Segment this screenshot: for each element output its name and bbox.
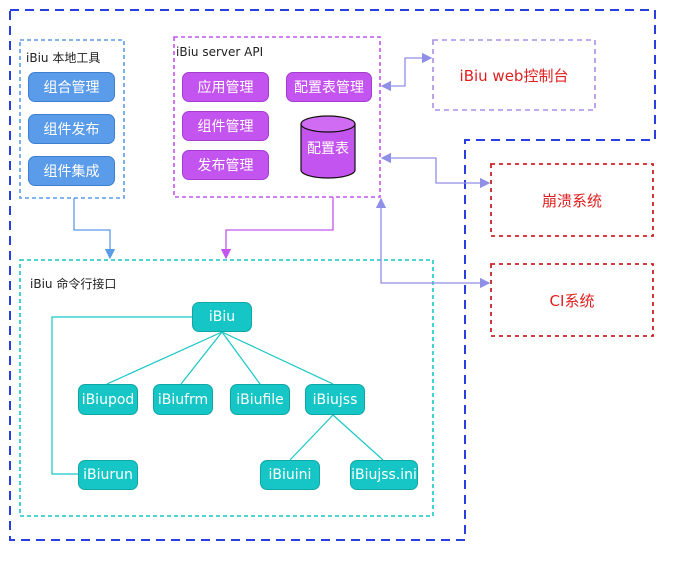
outer-boundary <box>9 9 656 541</box>
local-tools-title: iBiu 本地工具 <box>26 51 101 65</box>
component-integrate-button[interactable]: 组件集成 <box>28 156 115 186</box>
server-ci-arrow <box>375 197 491 289</box>
config-manage-button[interactable]: 配置表管理 <box>286 72 372 102</box>
config-table-label: 配置表 <box>307 141 349 157</box>
crash-system-label: 崩溃系统 <box>541 191 602 210</box>
config-table-cylinder <box>300 115 356 179</box>
compose-manage-button[interactable]: 组合管理 <box>28 72 115 102</box>
web-console-boundary <box>432 39 596 111</box>
component-publish-button[interactable]: 组件发布 <box>28 114 115 144</box>
app-manage-button[interactable]: 应用管理 <box>182 72 269 102</box>
local-to-cli-arrow <box>73 198 116 260</box>
cli-node-ibiurun: iBiurun <box>78 460 138 490</box>
server-api-boundary <box>173 36 381 198</box>
cli-node-ibiuini: iBiuini <box>260 460 320 490</box>
cli-node-ibiufrm: iBiufrm <box>153 384 213 415</box>
component-manage-button[interactable]: 组件管理 <box>182 111 269 141</box>
cli-root-node: iBiu <box>192 302 252 332</box>
ci-system-boundary <box>490 263 654 337</box>
crash-system-boundary <box>490 163 654 237</box>
server-to-cli-arrow <box>220 197 334 260</box>
cli-boundary <box>19 259 434 517</box>
publish-manage-button[interactable]: 发布管理 <box>182 150 269 180</box>
cli-tree-lines <box>51 316 384 475</box>
server-web-arrow <box>380 52 433 92</box>
local-tools-boundary <box>19 39 125 199</box>
cli-node-ibiufile: iBiufile <box>230 384 290 415</box>
cli-node-ibiujss: iBiujss <box>305 384 365 415</box>
server-api-title: iBiu server API <box>176 45 264 59</box>
server-crash-arrow <box>380 152 491 189</box>
ci-system-label: CI系统 <box>549 291 595 310</box>
cli-title: iBiu 命令行接口 <box>30 277 117 291</box>
cli-node-ibiujss-ini: iBiujss.ini <box>350 460 418 490</box>
web-console-label: iBiu web控制台 <box>459 66 569 85</box>
cli-node-ibiupod: iBiupod <box>78 384 138 415</box>
